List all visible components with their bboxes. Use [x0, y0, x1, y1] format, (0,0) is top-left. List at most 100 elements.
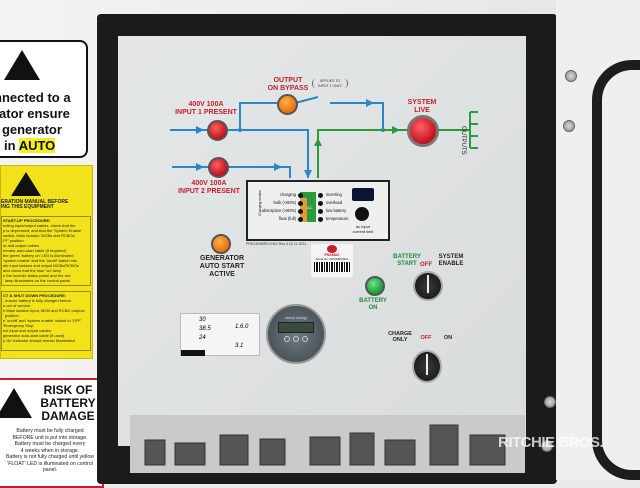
- serial: Serial No. DPGM003321: [315, 257, 349, 261]
- text-line: n the inverter status panel and the red: [3, 273, 71, 278]
- generator-auto-label: GENERATOR AUTO START ACTIVE: [199, 255, 245, 278]
- outputs-label: OUTPUTS: [460, 126, 466, 155]
- doc-ref: PRN7A03ERG-ENG Rev 4 03 11 2021: [246, 242, 307, 246]
- serial-label: PRAMAC Serial No. DPGM003321: [311, 244, 353, 277]
- text-line: 'Emergency Stop': [3, 323, 35, 328]
- hw-value: 30: [199, 317, 206, 323]
- text-line: ut and output cables: [3, 243, 40, 248]
- generator-line: nnected to a: [0, 90, 71, 105]
- manual-title: ERATION MANUAL BEFORE ING THIS EQUIPMENT: [1, 199, 69, 210]
- applies-note: APPLIES TO INPUT 1 ONLY: [312, 79, 348, 88]
- startup-title: START-UP PROCEDURE:: [3, 218, 51, 223]
- led-icon: [298, 193, 303, 198]
- generator-line: t generator: [0, 122, 62, 137]
- warning-triangle-icon: [11, 172, 41, 196]
- generator-in: in: [4, 138, 16, 153]
- text-line: ect input and output cables: [3, 328, 51, 333]
- meter-button[interactable]: [293, 336, 299, 342]
- input1-label: 400V 100A INPUT 1 PRESENT: [175, 101, 237, 116]
- text-line: y On' indicator should remain illuminate…: [3, 338, 75, 343]
- startup-lines: ecting input/output cables, check that t…: [3, 223, 89, 283]
- status-left: charging: [279, 192, 296, 197]
- system-enable-switch[interactable]: [413, 271, 443, 301]
- bolt-icon: [563, 120, 575, 132]
- risk-title: RISK OF BATTERY DAMAGE: [40, 383, 96, 423]
- status-row: float (full) temperature: [258, 216, 378, 223]
- control-panel: [118, 36, 526, 446]
- text-line: switch, Main Isolator, MCBs and RCBOs: [3, 233, 75, 238]
- text-line: n out of service.: [3, 303, 32, 308]
- meter-button[interactable]: [302, 336, 308, 342]
- status-left: bulk (<80%): [273, 200, 296, 205]
- status-right: low battery: [326, 208, 347, 213]
- status-row: charging inverting: [258, 192, 378, 199]
- text-line: , ensure battery is fully charged before: [3, 298, 72, 303]
- meter-button[interactable]: [284, 336, 290, 342]
- status-right: inverting: [326, 192, 342, 197]
- input1-lamp: [207, 120, 228, 141]
- text-line: Battery must be charged every: [14, 441, 86, 447]
- status-row: absorption (>80%) low battery: [258, 208, 378, 215]
- led-icon: [298, 201, 303, 206]
- status-left: float (full): [278, 216, 296, 221]
- text-line: ' position: [3, 313, 19, 318]
- current-limit-knob[interactable]: [355, 207, 369, 221]
- generator-auto: AUTO: [18, 138, 56, 153]
- watermark: RITCHIE BROS.: [498, 434, 604, 451]
- text-line: Battery must be fully charged: [16, 428, 84, 434]
- status-left: absorption (>80%): [261, 208, 296, 213]
- meter-display: [278, 322, 314, 333]
- text-line: FF' position: [3, 238, 24, 243]
- battery-on-lamp: [365, 276, 385, 296]
- bolt-icon: [565, 70, 577, 82]
- input2-lamp: [208, 157, 229, 178]
- bolt-icon: [541, 440, 553, 452]
- battery-risk-sticker: RISK OF BATTERY DAMAGE Battery must be f…: [0, 378, 104, 488]
- led-icon: [318, 209, 323, 214]
- battery-start-label: BATTERY START: [393, 254, 421, 267]
- text-line: 'system enable' and the 'on/off' switch …: [3, 258, 78, 263]
- on-label: ON: [443, 335, 453, 341]
- battery-monitor: victron energy: [266, 304, 326, 364]
- text-line: 'FLOAT' LED is illuminated on control pa…: [7, 460, 93, 474]
- text-line: the green 'battery on' LED is illuminate…: [3, 253, 74, 258]
- generator-auto-lamp: [211, 234, 231, 254]
- text-line: BEFORE unit is put into storage.: [12, 434, 88, 441]
- text-line: and check that the blue 'on' lamp: [3, 268, 62, 273]
- shutdown-lines: , ensure battery is fully charged before…: [3, 298, 89, 343]
- charge-mode-switch[interactable]: [412, 350, 442, 383]
- handwritten-label: 30 38.5 24 3.1 1.6.0: [180, 313, 260, 356]
- output-bypass-lamp: [277, 94, 298, 115]
- bolt-icon: [544, 396, 556, 408]
- led-icon: [298, 209, 303, 214]
- warning-triangle-icon: [0, 388, 32, 418]
- led-icon: [318, 217, 323, 222]
- text-line: e 'on/off' and 'system enable' switch to…: [3, 318, 82, 323]
- off-label-2: OFF: [420, 335, 432, 341]
- status-right: temperature: [326, 216, 349, 221]
- pramac-logo-icon: [327, 245, 337, 253]
- generator-line: rator ensure: [0, 106, 70, 121]
- system-enable-label: SYSTEM ENABLE: [438, 254, 464, 267]
- hw-value: 1.6.0: [235, 324, 249, 330]
- hw-value: 38.5: [199, 326, 211, 332]
- text-line: 4 weeks when in storage.: [20, 447, 80, 454]
- text-line: ecting input/output cables, check that t…: [3, 223, 76, 228]
- text-line: ' lamp illuminates on the control panel: [3, 278, 70, 283]
- system-live-lamp: [407, 115, 439, 147]
- knob-label: ac input current limit: [352, 224, 374, 234]
- output-bypass-label: OUTPUT ON BYPASS: [267, 77, 309, 92]
- text-line: generator auto-start cable (if used): [3, 333, 65, 338]
- text-line: Battery is not fully charged until yello…: [6, 454, 94, 460]
- led-icon: [318, 193, 323, 198]
- shutdown-title: CT & SHUT DOWN PROCEDURE:: [3, 293, 67, 298]
- generator-warning-sticker: nnected to a rator ensure t generator in…: [0, 40, 88, 158]
- barcode: [314, 262, 350, 272]
- off-label: OFF: [420, 262, 432, 268]
- cable-clamps: [144, 424, 506, 466]
- brand: PRAMAC: [324, 253, 340, 257]
- hw-value: 3.1: [235, 343, 244, 349]
